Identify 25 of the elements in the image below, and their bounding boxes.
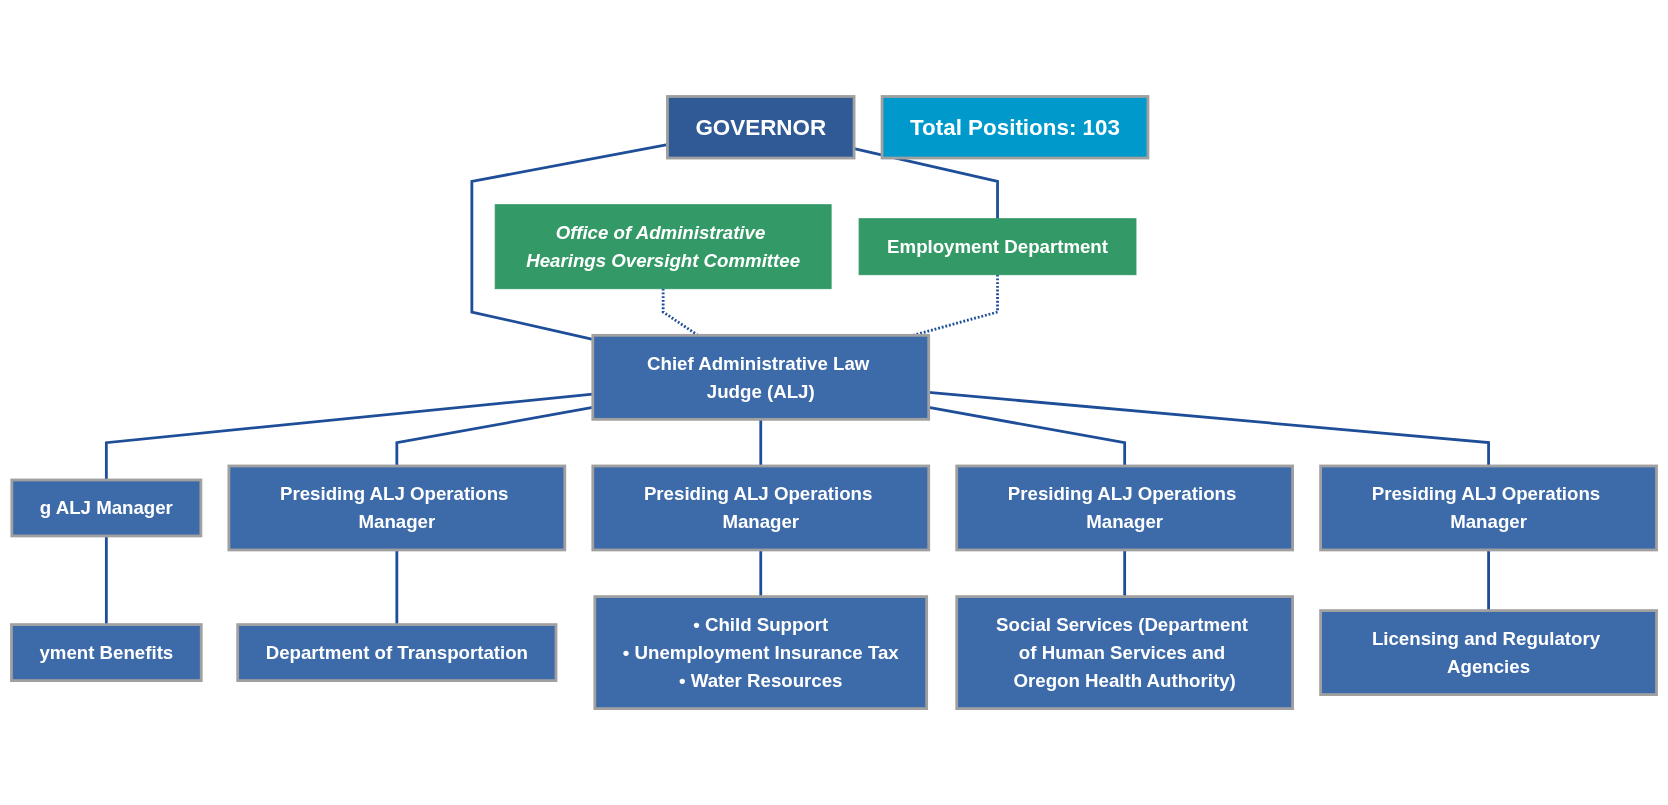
node-box: Presiding ALJ Operations Manager xyxy=(955,464,1294,552)
node-box: • Child Support • Unemployment Insurance Tax • Water Resources xyxy=(593,595,929,710)
node-box: Social Services (Department of Human Services and Oregon Health Authority) xyxy=(955,595,1294,710)
node-box: Presiding ALJ Operations Manager xyxy=(1319,464,1658,552)
connector xyxy=(759,419,763,466)
node-box: GOVERNOR xyxy=(666,95,856,160)
connector xyxy=(470,143,668,341)
node-box: Employment Department xyxy=(858,218,1137,276)
node-box: Department of Transportation xyxy=(236,623,558,682)
node-box: Presiding ALJ Operations Manager xyxy=(591,464,931,552)
connector xyxy=(1123,549,1127,597)
node-box: yment Benefits xyxy=(10,623,203,682)
node-box: Office of Administrative Hearings Oversight Committee xyxy=(494,204,832,290)
node-box: Total Positions: 103 xyxy=(880,95,1150,160)
connector xyxy=(395,549,399,625)
node-box: Chief Administrative Law Judge (ALJ) xyxy=(591,333,931,421)
connector xyxy=(928,406,1127,466)
connector xyxy=(104,535,108,625)
connector xyxy=(1487,549,1490,611)
connector xyxy=(928,390,1490,466)
connector xyxy=(759,549,763,597)
node-box: Presiding ALJ Operations Manager xyxy=(227,464,567,552)
connector xyxy=(104,392,593,480)
node-box: Licensing and Regulatory Agencies xyxy=(1319,609,1658,696)
node-box: g ALJ Manager xyxy=(10,478,203,538)
